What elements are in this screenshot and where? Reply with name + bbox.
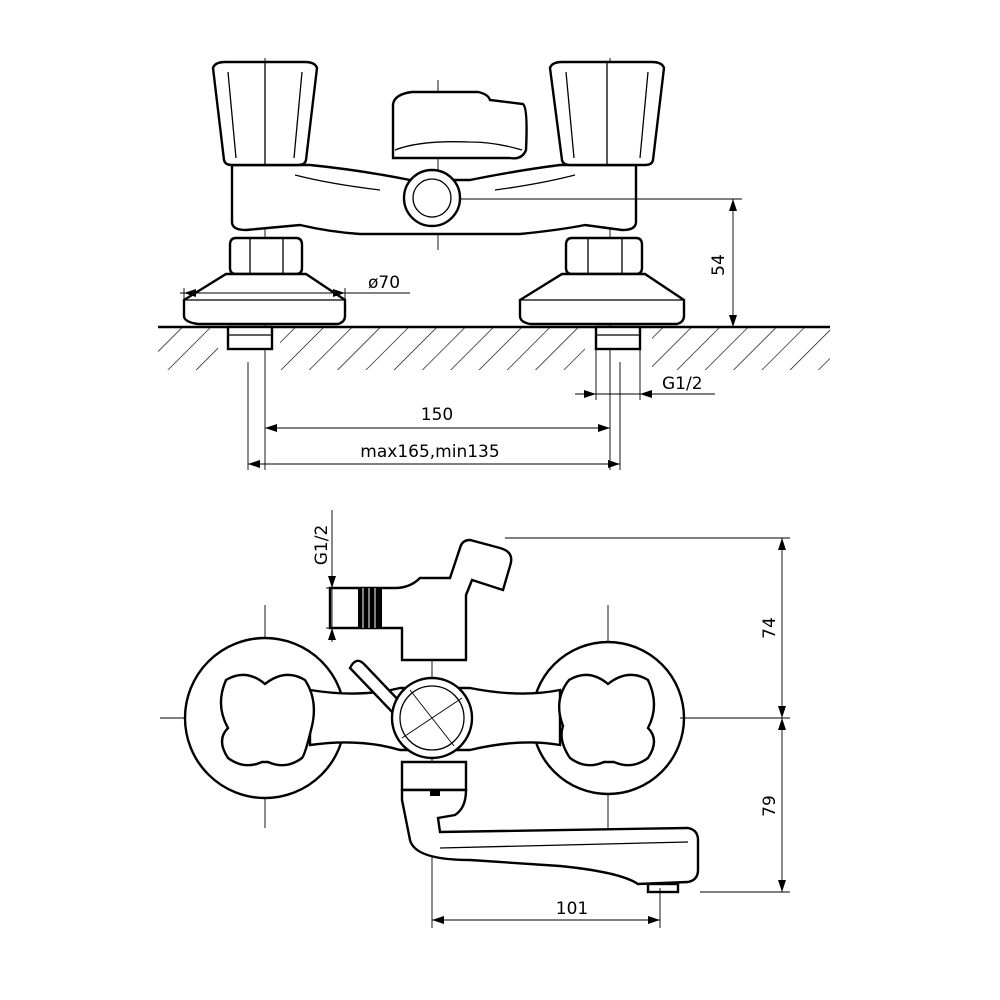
left-handle-top <box>219 673 316 767</box>
dim-diameter-70: ø70 <box>180 273 410 305</box>
right-handle-top <box>557 673 656 767</box>
dim-spout-reach: 101 <box>432 888 661 928</box>
central-valve-top <box>390 676 474 760</box>
wall-hatching <box>158 325 830 370</box>
dim-thread-side: G1/2 <box>312 510 345 642</box>
dim-height-54: 54 <box>460 198 742 327</box>
dim-thread-top: G1/2 <box>575 330 715 400</box>
front-view: 54 ø70 G1/2 150 <box>158 58 830 470</box>
dim-79-label: 79 <box>760 795 780 817</box>
left-nut-flange <box>182 236 347 351</box>
right-handle-front <box>548 60 666 167</box>
dim-150: 150 <box>265 405 610 432</box>
top-view: G1/2 74 79 101 <box>160 510 790 928</box>
dim-101-label: 101 <box>556 899 588 919</box>
dim-max-min-label: max165,min135 <box>360 442 499 462</box>
diverter-knob-front <box>391 90 528 160</box>
dim-max-min: max165,min135 <box>247 362 621 470</box>
dim-thread-top-label: G1/2 <box>662 374 703 394</box>
dim-thread-side-label: G1/2 <box>312 525 332 566</box>
left-handle-front <box>211 60 319 167</box>
right-nut-flange <box>518 236 686 351</box>
dim-54-label: 54 <box>709 254 729 276</box>
diverter-body-top <box>328 538 513 662</box>
spout-top <box>400 760 700 894</box>
outlet-ring <box>402 168 462 228</box>
dim-150-label: 150 <box>421 405 453 425</box>
dim-74-label: 74 <box>760 617 780 639</box>
dim-diameter-label: ø70 <box>368 273 400 293</box>
dim-side-heights: 74 79 <box>505 537 790 893</box>
